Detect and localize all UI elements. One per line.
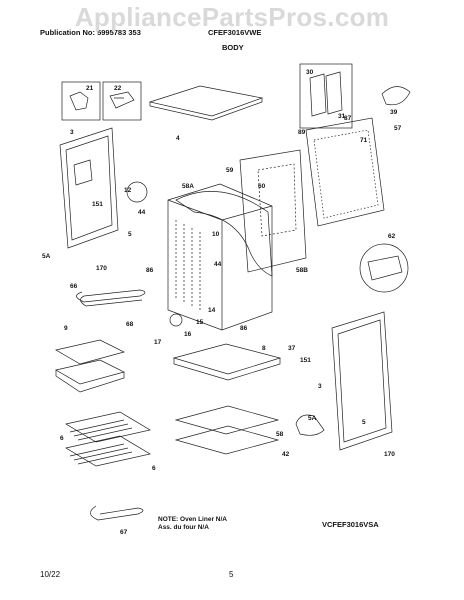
callout-151-right: 151 [300,357,311,364]
part-22-box [102,81,142,121]
callout-42: 42 [282,451,290,458]
callout-5A-right: 5A [308,415,317,422]
callout-12: 12 [124,187,132,194]
callout-151: 151 [92,201,103,208]
callout-6-lower: 6 [152,465,156,472]
part-12-knob [126,181,148,203]
callout-4: 4 [176,135,180,142]
callout-31: 31 [338,113,346,120]
side-panel-cutout [257,163,297,237]
part-16-lamp [169,313,183,327]
door-outer-left [59,127,119,249]
callout-170-left: 170 [96,265,107,272]
callout-67: 67 [120,529,128,536]
part-30-31-brackets [309,71,343,117]
oven-cavity [167,183,273,331]
note-line-1: NOTE: Oven Liner N/A [158,516,227,523]
callout-21: 21 [86,85,94,92]
callout-30: 30 [306,69,314,76]
callout-68: 68 [126,321,134,328]
callout-3: 3 [70,129,74,136]
back-panel [305,117,385,227]
terminal-block [367,255,403,281]
part-21-bracket [69,91,89,111]
door-window-left [65,135,113,241]
door-window-right [337,319,387,443]
oven-rack-lower [65,435,151,467]
callout-71: 71 [360,137,368,144]
callout-60: 60 [258,183,266,190]
callout-17: 17 [154,339,162,346]
callout-15: 15 [196,319,204,326]
note-line-2: Ass. du four N/A [158,524,209,531]
watermark: AppliancePartsPros.com [74,2,390,32]
diagram-code: VCFEF3016VSA [322,520,379,529]
model-number: CFEF3016VWE [208,28,262,37]
rack-upper-bars [69,419,133,441]
callout-58A: 58A [182,183,194,190]
callout-22: 22 [114,85,122,92]
callout-10: 10 [212,231,220,238]
door-handle-block [73,159,93,186]
callout-86-left: 86 [146,267,154,274]
callout-44-center: 44 [214,261,222,268]
callout-86-right: 86 [240,325,248,332]
oven-rack-upper [65,411,151,443]
part-39-fitting [381,86,411,106]
callout-5-right: 5 [362,419,366,426]
callout-170-right: 170 [384,451,395,458]
part-21-box [61,81,101,121]
part-22-bracket [109,91,135,109]
insulation-blanket [175,191,273,277]
callout-58B: 58B [296,267,308,274]
drawer-body [174,405,280,435]
section-title: BODY [222,43,244,52]
callout-59: 59 [226,167,234,174]
callout-58: 58 [276,431,284,438]
part-5A-hinge [295,414,325,436]
oven-rack-slots [175,220,201,312]
broil-element [90,505,144,521]
side-panel-right [239,149,307,273]
callout-5-left: 5 [128,231,132,238]
publication-number: Publication No: 5995783 353 [40,28,141,37]
callout-5A-left: 5A [42,253,51,260]
bake-element [76,289,146,307]
callout-89: 89 [298,129,306,136]
callout-87: 87 [344,115,352,122]
door-outer-right [331,311,393,451]
broil-pan-top [55,339,125,365]
back-panel-inner [313,129,379,219]
callout-44-left: 44 [138,209,146,216]
drawer-bottom [174,425,280,455]
callout-66: 66 [70,283,78,290]
callout-3-right: 3 [318,383,322,390]
callout-9: 9 [64,325,68,332]
callout-37: 37 [288,345,296,352]
callout-62: 62 [388,233,396,240]
callout-6-upper: 6 [60,435,64,442]
top-panel-edge [149,98,263,121]
part-62-detail-circle [359,243,409,293]
note-oven-liner: NOTE: Oven Liner N/A Ass. du four N/A [158,516,227,532]
callout-39: 39 [390,109,398,116]
callout-57: 57 [394,125,402,132]
broil-pan [55,359,125,393]
part-30-31-box [299,63,353,129]
footer-date: 10/22 [40,570,61,579]
rack-lower-bars [69,443,133,465]
callout-16: 16 [184,331,192,338]
callout-8: 8 [262,345,266,352]
warming-drawer-top [172,343,282,381]
callout-14: 14 [208,307,216,314]
footer-page: 5 [229,570,234,579]
